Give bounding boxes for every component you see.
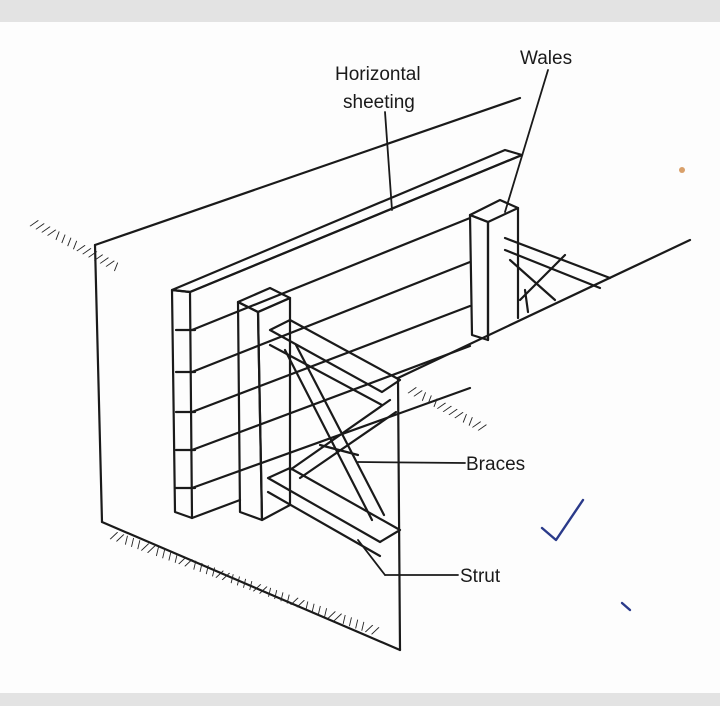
bottom-band bbox=[0, 693, 720, 706]
label-strut: Strut bbox=[460, 566, 501, 587]
pen-mark bbox=[620, 601, 632, 612]
top-band bbox=[0, 0, 720, 22]
label-horizontal-sheeting-1: Horizontal bbox=[335, 64, 421, 85]
right-wale bbox=[468, 198, 520, 342]
label-braces: Braces bbox=[466, 454, 525, 475]
braces bbox=[283, 343, 398, 522]
leader-lines bbox=[357, 69, 549, 576]
checkmark-icon bbox=[540, 498, 585, 542]
label-wales: Wales bbox=[520, 48, 572, 69]
svg-text://\\\//\\\\//\\\\//\\\\//\\\\/: //\\\//\\\\//\\\\//\\\\//\\\\//\\\\//\\\… bbox=[109, 529, 381, 639]
lower-strut bbox=[266, 466, 402, 558]
svg-text://\\\////\\//: //\\\////\\// bbox=[407, 383, 489, 435]
far-strut-frame bbox=[503, 236, 612, 314]
stain-dot bbox=[679, 167, 685, 173]
excavation-back-wall bbox=[93, 96, 692, 652]
label-horizontal-sheeting-2: sheeting bbox=[343, 92, 415, 113]
labels: Horizontal sheeting Wales Braces Strut bbox=[335, 48, 572, 587]
svg-text:////\\\\//////\: ////\\\\//////\ bbox=[29, 216, 123, 274]
